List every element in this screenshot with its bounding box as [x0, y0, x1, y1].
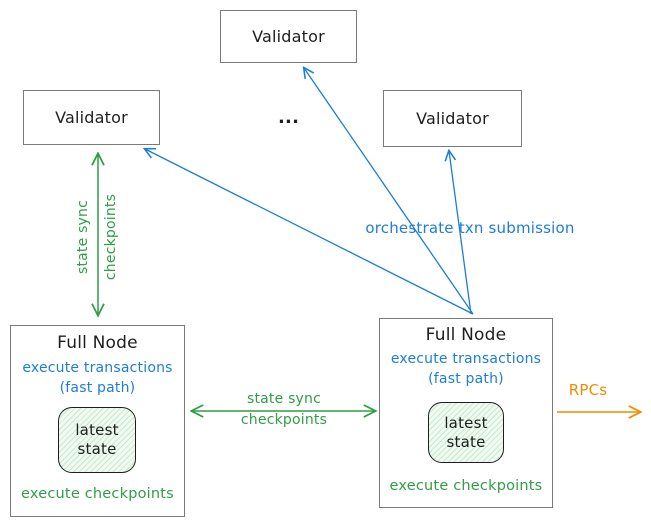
arrow-orchestrate-to-left-validator	[145, 149, 474, 315]
state-sync-vert-line1: state sync	[75, 199, 91, 275]
full-node-right-checkpoints: execute checkpoints	[389, 478, 543, 494]
state-sync-checkpoints-label-vertical: state sync checkpoints	[69, 172, 125, 302]
validator-right-label: Validator	[416, 109, 489, 128]
state-sync-horiz-line2: checkpoints	[240, 412, 328, 428]
full-node-right-exec-line2: (fast path)	[428, 371, 504, 387]
full-node-left: Full Node execute transactions (fast pat…	[10, 325, 185, 517]
arrow-orchestrate-to-top-validator	[304, 68, 474, 315]
validator-node-top: Validator	[220, 10, 357, 63]
state-sync-checkpoints-label-horizontal: state sync checkpoints	[214, 389, 354, 431]
arrow-orchestrate-to-right-validator	[449, 151, 472, 315]
validator-top-label: Validator	[252, 27, 325, 46]
full-node-left-exec-line2: (fast path)	[59, 380, 136, 396]
state-sync-horiz-line1: state sync	[246, 391, 322, 407]
full-node-right: Full Node execute transactions (fast pat…	[379, 318, 553, 508]
validator-node-right: Validator	[383, 90, 522, 147]
validator-node-left: Validator	[23, 90, 160, 145]
latest-state-left-line1: latest	[75, 421, 119, 439]
latest-state-right: latest state	[428, 402, 504, 463]
orchestrate-txn-submission-label: orchestrate txn submission	[365, 219, 575, 237]
validator-left-label: Validator	[55, 108, 128, 127]
full-node-left-checkpoints: execute checkpoints	[21, 486, 174, 502]
full-node-left-exec-line1: execute transactions	[22, 360, 173, 376]
latest-state-left: latest state	[58, 407, 136, 473]
rpcs-label: RPCs	[568, 381, 608, 399]
state-sync-vert-line2: checkpoints	[103, 193, 119, 281]
latest-state-right-line1: latest	[444, 413, 488, 432]
full-node-left-exec: execute transactions (fast path)	[11, 358, 184, 398]
full-node-right-title: Full Node	[425, 325, 507, 345]
full-node-right-exec-line1: execute transactions	[390, 351, 542, 367]
latest-state-right-line2: state	[446, 432, 486, 451]
full-node-left-title: Full Node	[57, 333, 138, 353]
more-validators-ellipsis: ...	[278, 107, 300, 128]
latest-state-left-line2: state	[77, 440, 117, 458]
full-node-right-exec: execute transactions (fast path)	[380, 349, 552, 389]
